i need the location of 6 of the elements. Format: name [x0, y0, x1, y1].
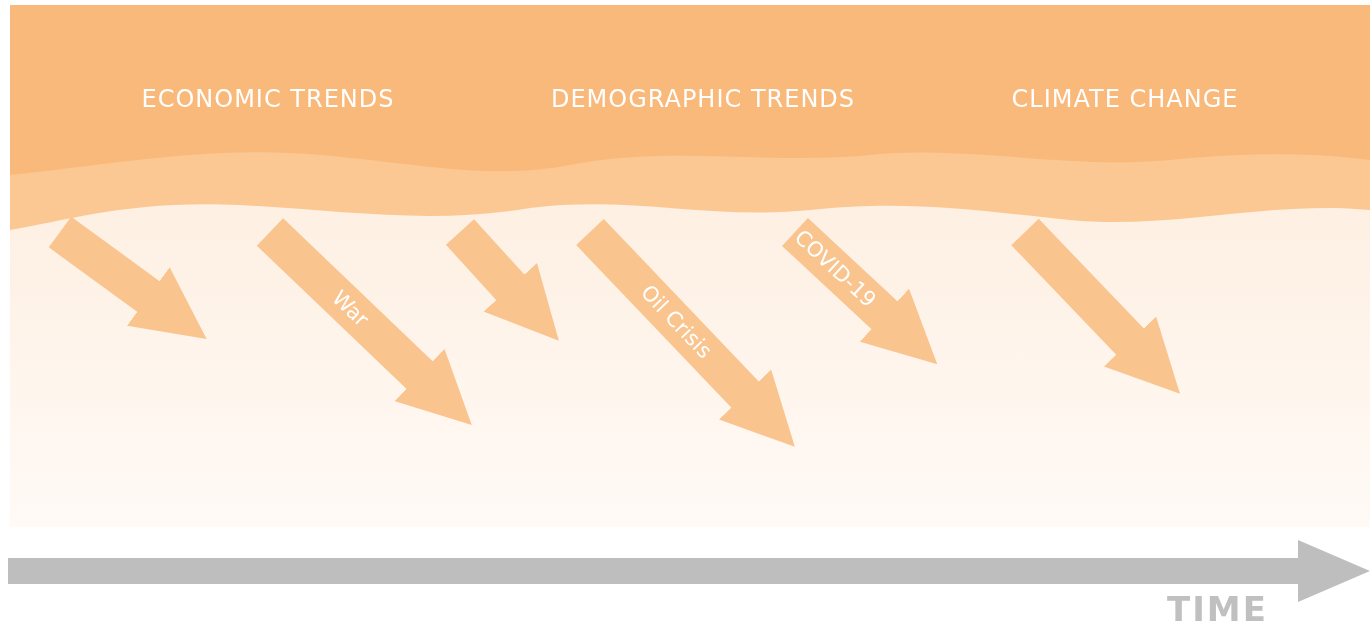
trend-label: ECONOMIC TRENDS: [141, 85, 395, 113]
trend-label: CLIMATE CHANGE: [1011, 85, 1239, 113]
arrow-label: War: [327, 286, 373, 331]
trend-label: DEMOGRAPHIC TRENDS: [550, 85, 856, 113]
wave-band: [10, 5, 1370, 230]
axis-label: TIME: [1167, 592, 1268, 626]
